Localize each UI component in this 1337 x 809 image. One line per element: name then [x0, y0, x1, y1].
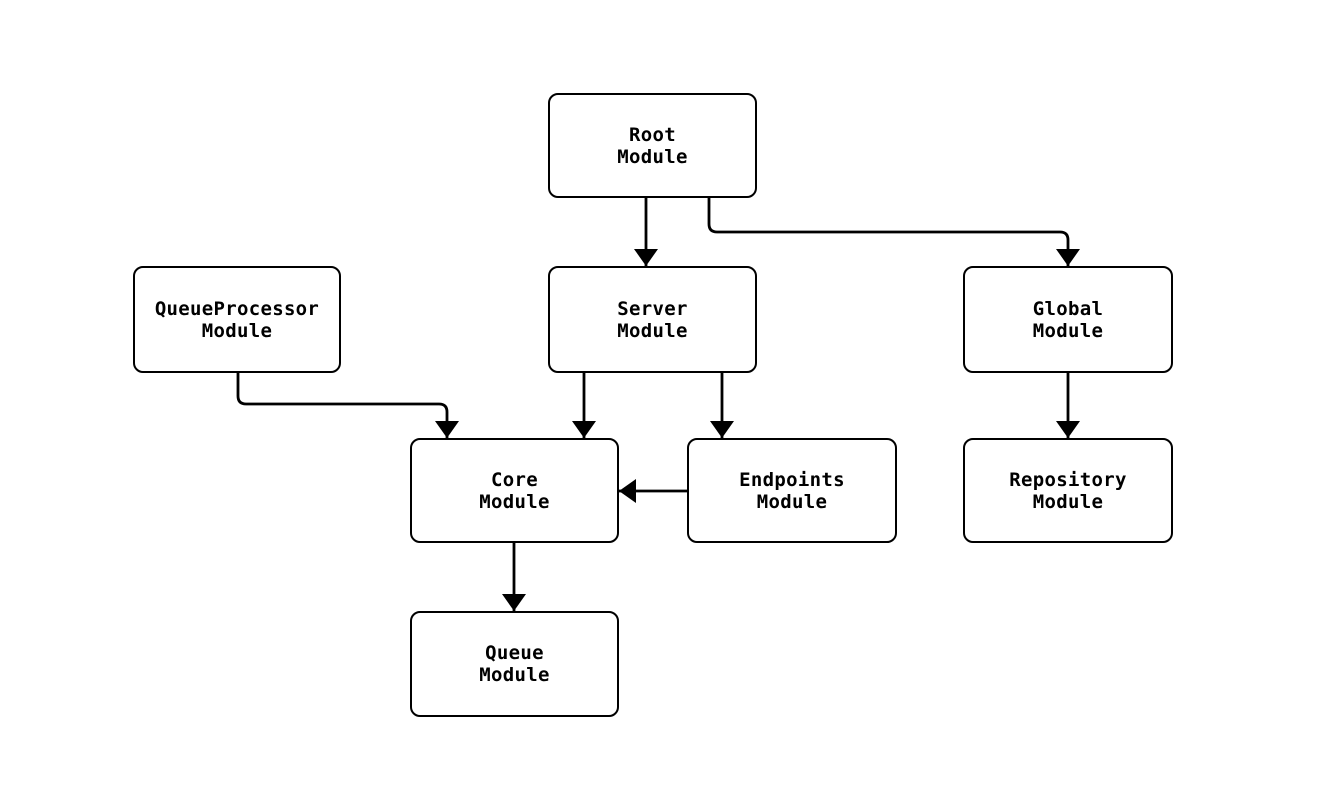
node-core-label-line: Core: [491, 468, 538, 491]
node-core-label-line: Module: [479, 490, 550, 513]
node-queue-processor-label-line: Module: [201, 319, 273, 342]
node-endpoints-label-line: Module: [756, 490, 828, 513]
edge-queue-processor-to-core: [236, 373, 459, 438]
node-global-label-line: Module: [1032, 319, 1104, 342]
node-server-label-line: Module: [617, 319, 688, 342]
node-queue-label-line: Module: [479, 664, 550, 686]
node-root-label-line: Module: [617, 145, 688, 168]
node-root-label-line: Root: [629, 123, 676, 146]
edge-root-to-global: [707, 198, 1080, 266]
node-repository-label-line: Module: [1032, 490, 1104, 513]
node-endpoints-label-line: Endpoints: [739, 468, 845, 491]
node-queue-label-line: Queue: [485, 642, 544, 664]
node-repository-label-line: Repository: [1009, 468, 1127, 491]
node-queue-processor-label-line: QueueProcessor: [154, 297, 320, 320]
node-global-label-line: Global: [1032, 297, 1104, 320]
node-server-label-line: Server: [617, 297, 688, 320]
